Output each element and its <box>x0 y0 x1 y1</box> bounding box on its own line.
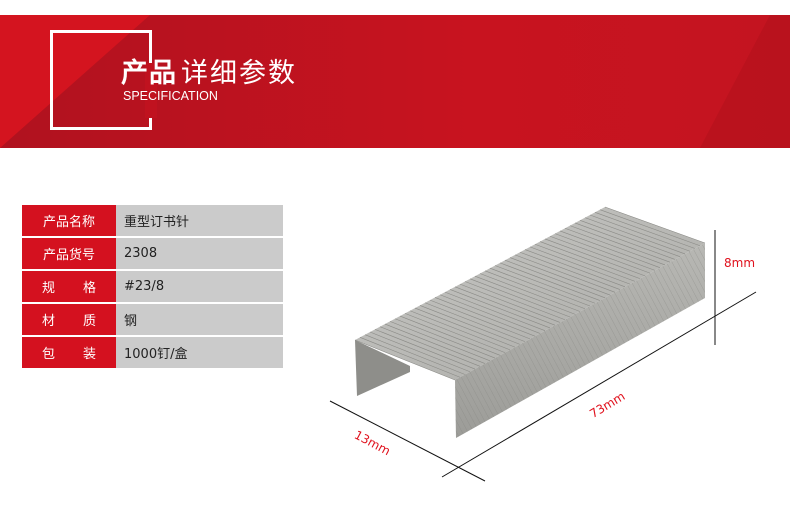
frame-gap <box>145 63 157 118</box>
label-char: 包 <box>42 347 56 362</box>
staple-ridge <box>374 329 476 370</box>
staple-ridge <box>494 265 596 304</box>
label-char: 材 <box>42 314 56 329</box>
staple-ridge <box>404 313 506 353</box>
staple-ridge <box>434 297 536 337</box>
staple-ridge <box>369 331 471 373</box>
staple-strip <box>354 206 706 438</box>
staple-ridge <box>444 291 546 331</box>
staple-ridge <box>569 225 671 263</box>
label-char: 质 <box>82 314 96 329</box>
spec-value: #23/8 <box>116 271 283 302</box>
staple-ridge <box>484 270 586 310</box>
staple-ridge <box>364 334 466 375</box>
staple-ridge <box>564 227 666 266</box>
staple-ridge <box>604 206 706 244</box>
staple-ridge <box>529 246 631 285</box>
staple-ridge <box>514 254 616 293</box>
staple-ridge <box>499 262 601 301</box>
staple-ridge <box>449 289 551 329</box>
title-bold: 产品 <box>121 58 177 89</box>
staple-ridge <box>599 209 701 247</box>
staple-ridge <box>479 273 581 312</box>
staple-ridge <box>519 251 621 290</box>
spec-label: 产品名称 <box>22 205 116 236</box>
staple-ridge <box>584 217 686 255</box>
staple-ridge <box>389 321 491 362</box>
spec-value: 重型订书针 <box>116 205 283 236</box>
staple-ridge <box>539 241 641 279</box>
staple-ridge <box>504 259 606 299</box>
staple-ridge <box>454 286 556 326</box>
length-dimension-line <box>441 291 757 478</box>
staple-ridge <box>579 220 681 257</box>
spec-row: 包装 1000钉/盒 <box>22 337 283 368</box>
staple-ridge <box>574 222 676 260</box>
staple-ridge <box>394 318 496 359</box>
staple-ridge <box>399 315 501 356</box>
staple-ridge <box>524 249 626 288</box>
staple-ridge <box>509 257 611 296</box>
spec-row: 产品名称 重型订书针 <box>22 205 283 236</box>
staple-ridge <box>544 238 646 277</box>
staple-ridge <box>414 307 516 348</box>
spec-label: 产品货号 <box>22 238 116 269</box>
staple-ridge <box>559 230 661 268</box>
spec-value: 1000钉/盒 <box>116 337 283 368</box>
staple-ridge <box>409 310 511 351</box>
spec-label: 材质 <box>22 304 116 335</box>
staple-ridge <box>359 337 461 378</box>
label-char: 装 <box>82 347 96 362</box>
staple-ridge <box>554 233 656 271</box>
staple-ridge <box>354 339 456 381</box>
subtitle: SPECIFICATION <box>123 89 218 103</box>
staple-ridge <box>384 323 486 364</box>
staple-ridge <box>459 283 561 323</box>
staple-ridge <box>474 275 576 315</box>
staple-ridge <box>589 214 691 252</box>
staple-ridge <box>429 299 531 340</box>
spec-value: 2308 <box>116 238 283 269</box>
staple-ridge <box>549 235 651 274</box>
staple-ridge <box>594 212 696 249</box>
header-banner: 产品 详细参数 SPECIFICATION <box>0 15 790 148</box>
staple-ridge <box>464 281 566 321</box>
staple-ridge <box>489 267 591 307</box>
spec-table: 产品名称 重型订书针 产品货号 2308 规格 #23/8 材质 钢 包装 10… <box>22 205 283 370</box>
title-light: 详细参数 <box>181 58 297 89</box>
staple-ridge <box>439 294 541 334</box>
width-dimension-line <box>329 400 486 482</box>
label-char: 规 <box>42 281 56 296</box>
spec-row: 规格 #23/8 <box>22 271 283 302</box>
label-char: 格 <box>82 281 96 296</box>
spec-row: 材质 钢 <box>22 304 283 335</box>
spec-value: 钢 <box>116 304 283 335</box>
spec-label: 包装 <box>22 337 116 368</box>
spec-row: 产品货号 2308 <box>22 238 283 269</box>
staple-ridge <box>419 305 521 345</box>
spec-label: 规格 <box>22 271 116 302</box>
staple-ridge <box>469 278 571 318</box>
staple-ridge <box>534 243 636 282</box>
height-label: 8mm <box>724 256 756 270</box>
staple-ridge <box>379 326 481 367</box>
staple-ridge <box>424 302 526 342</box>
